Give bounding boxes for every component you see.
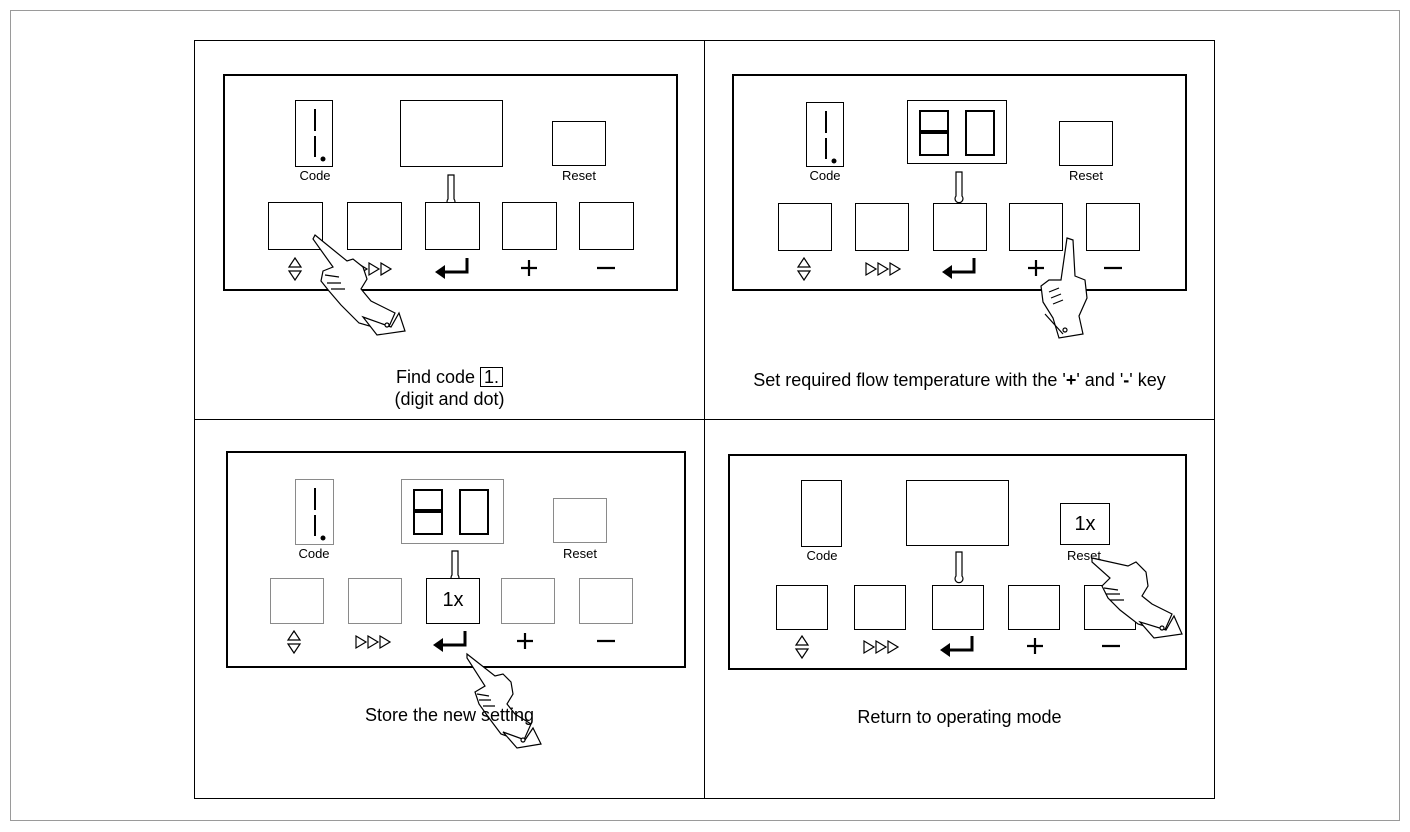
code-display [801, 480, 842, 547]
code-display [295, 100, 333, 167]
enter-button[interactable]: 1x [426, 578, 480, 624]
caption-code: 1. [480, 367, 503, 387]
triple-arrow-icon [862, 640, 902, 654]
step-caption: Find code 1. [195, 366, 704, 388]
reset-button[interactable] [1059, 121, 1113, 166]
plus-button[interactable] [501, 578, 555, 624]
plus-button[interactable] [502, 202, 557, 250]
thermometer-icon [953, 550, 965, 584]
temperature-display [401, 479, 504, 544]
triple-arrow-icon [354, 635, 394, 649]
reset-button[interactable] [553, 498, 607, 543]
enter-button[interactable] [425, 202, 480, 250]
caption-text-suffix: ' key [1129, 370, 1165, 390]
caption-text: Find code [396, 367, 475, 387]
reset-label: Reset [549, 168, 609, 183]
enter-button[interactable] [932, 585, 984, 630]
minus-icon [595, 258, 617, 278]
code-label: Code [792, 548, 852, 563]
minus-icon [1102, 258, 1124, 278]
pointing-hand-icon [465, 652, 545, 752]
enter-button[interactable] [933, 203, 987, 251]
press-count: 1x [427, 589, 479, 612]
next-digit-button[interactable] [348, 578, 402, 624]
select-code-button[interactable] [776, 585, 828, 630]
enter-icon [938, 634, 978, 660]
temperature-display [907, 100, 1007, 164]
up-down-arrow-icon [286, 629, 302, 655]
step-2: Code Reset [705, 41, 1214, 420]
digit-one-icon [296, 101, 334, 168]
next-digit-button[interactable] [855, 203, 909, 251]
select-code-button[interactable] [778, 203, 832, 251]
instruction-grid: Code Reset [194, 40, 1215, 799]
code-label: Code [795, 168, 855, 183]
up-down-arrow-icon [796, 256, 812, 282]
code-display [295, 479, 334, 545]
caption-plus: + [1066, 370, 1077, 390]
pointing-hand-icon [1090, 538, 1185, 648]
thermometer-icon [953, 170, 965, 204]
code-display [806, 102, 844, 167]
control-panel: Code Reset [732, 74, 1187, 291]
step-caption-line2: (digit and dot) [195, 388, 704, 410]
minus-button[interactable] [579, 578, 633, 624]
step-1: Code Reset [195, 41, 705, 420]
step-caption: Store the new setting [195, 704, 704, 726]
up-down-arrow-icon [287, 256, 303, 282]
code-label: Code [285, 168, 345, 183]
control-panel: Code Reset [223, 74, 678, 291]
triple-arrow-icon [864, 262, 904, 276]
minus-icon [595, 631, 617, 651]
temperature-display [906, 480, 1009, 546]
reset-button[interactable] [552, 121, 606, 166]
enter-icon [940, 256, 980, 282]
enter-icon [433, 256, 473, 282]
pointing-hand-icon [1035, 236, 1105, 341]
control-panel: Code Reset 1x [226, 451, 686, 668]
press-count: 1x [1061, 513, 1109, 536]
step-4: Code 1x Reset [705, 420, 1214, 798]
up-down-arrow-icon [794, 634, 810, 660]
step-3: Code Reset 1x [195, 420, 705, 798]
plus-button[interactable] [1008, 585, 1060, 630]
caption-text-mid: ' and ' [1076, 370, 1123, 390]
plus-icon [519, 258, 539, 278]
reset-label: Reset [550, 546, 610, 561]
seven-segment-80 [908, 101, 1008, 165]
step-caption: Return to operating mode [705, 706, 1214, 728]
plus-icon [1025, 636, 1045, 656]
minus-button[interactable] [579, 202, 634, 250]
caption-text: Set required flow temperature with the ' [753, 370, 1066, 390]
next-digit-button[interactable] [854, 585, 906, 630]
reset-label: Reset [1056, 168, 1116, 183]
pointing-hand-icon [307, 231, 417, 341]
select-code-button[interactable] [270, 578, 324, 624]
digit-one-icon [296, 480, 335, 546]
temperature-display [400, 100, 503, 167]
step-caption: Set required flow temperature with the '… [705, 369, 1214, 391]
code-label: Code [284, 546, 344, 561]
digit-one-icon [807, 103, 845, 168]
plus-icon [515, 631, 535, 651]
seven-segment-80 [402, 480, 505, 545]
